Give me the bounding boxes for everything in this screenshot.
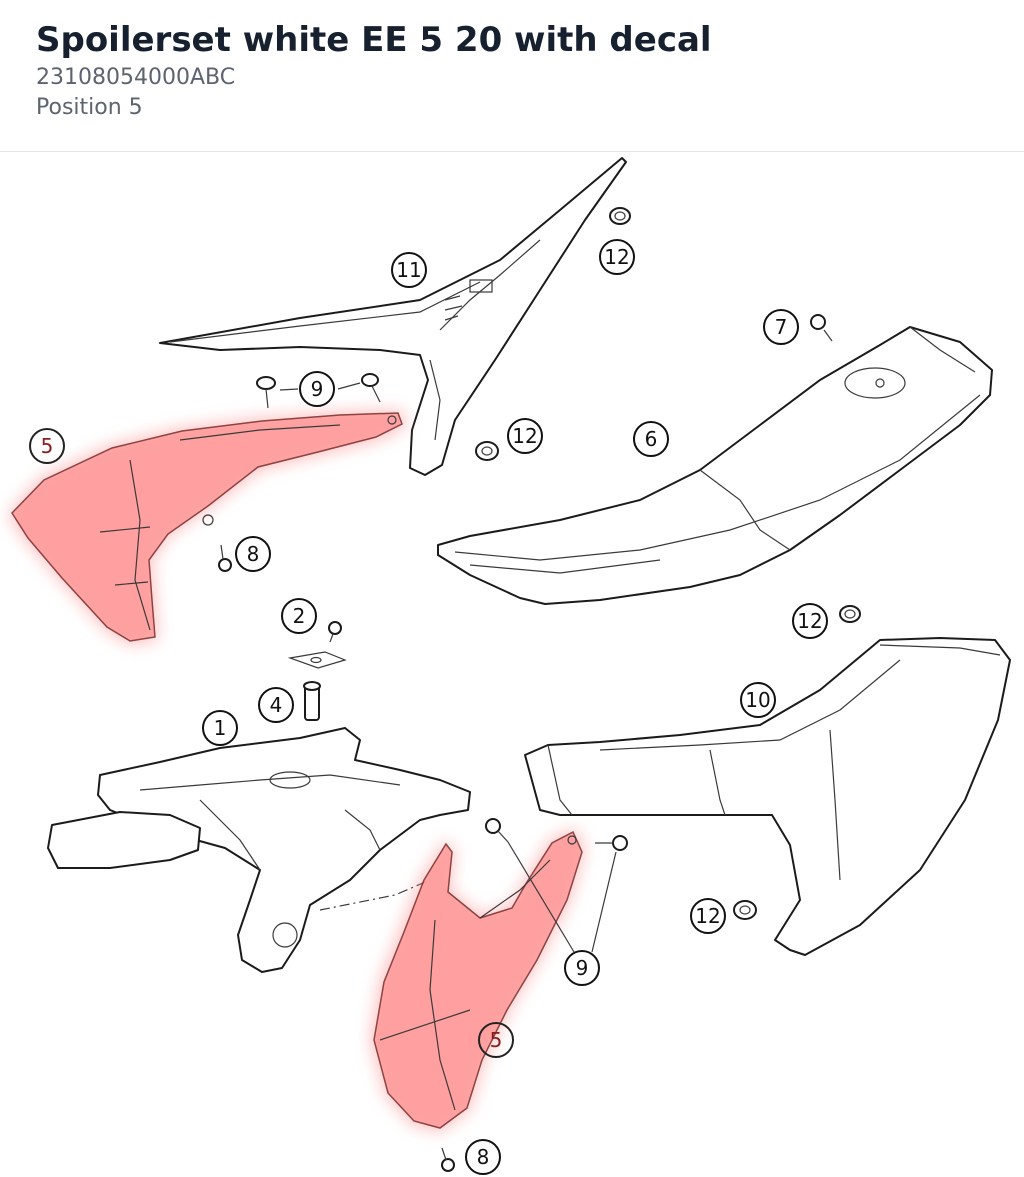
- part-12-grommet-low[interactable]: [733, 900, 757, 920]
- callout-12-right-label: 12: [797, 609, 822, 633]
- part-8-screw-upper[interactable]: [218, 544, 232, 572]
- callout-2[interactable]: 2: [281, 598, 317, 634]
- callout-4[interactable]: 4: [258, 687, 294, 723]
- callout-9-lower[interactable]: 9: [564, 950, 600, 986]
- part-2-screw-washer[interactable]: [287, 621, 347, 669]
- callout-12-top-label: 12: [604, 245, 629, 269]
- callout-5-lower-label: 5: [490, 1028, 503, 1052]
- part-9-screw-upper-right[interactable]: [361, 373, 381, 403]
- part-5-spoiler-left[interactable]: [8, 410, 408, 645]
- part-6-seat[interactable]: [437, 326, 993, 605]
- page-title: Spoilerset white EE 5 20 with decal: [36, 20, 712, 60]
- part-11-tank-cover[interactable]: [159, 157, 627, 476]
- callout-9-lower-label: 9: [576, 956, 589, 980]
- part-12-grommet-right[interactable]: [839, 605, 861, 623]
- part-8-screw-lower[interactable]: [441, 1147, 455, 1172]
- callout-12-low-label: 12: [695, 904, 720, 928]
- article-number: 23108054000ABC: [36, 65, 236, 90]
- callout-8-lower-label: 8: [477, 1145, 490, 1169]
- position-label: Position 5: [36, 95, 143, 120]
- part-12-grommet-top[interactable]: [609, 207, 631, 225]
- callout-11-label: 11: [396, 258, 421, 282]
- leader-lines: [279, 382, 617, 953]
- callout-5-upper[interactable]: 5: [29, 428, 65, 464]
- callout-5-upper-label: 5: [41, 434, 54, 458]
- callout-12-mid[interactable]: 12: [507, 418, 543, 454]
- part-12-grommet-mid[interactable]: [475, 441, 499, 461]
- part-5-spoiler-right[interactable]: [370, 828, 585, 1132]
- part-4-spacer[interactable]: [303, 681, 321, 721]
- callout-10[interactable]: 10: [740, 682, 776, 718]
- part-1-rear-frame[interactable]: [47, 727, 471, 973]
- callout-6-label: 6: [645, 427, 658, 451]
- callout-7[interactable]: 7: [763, 309, 799, 345]
- callout-9-upper[interactable]: 9: [299, 371, 335, 407]
- callout-9-upper-label: 9: [311, 377, 324, 401]
- part-9-screw-lower-right[interactable]: [595, 835, 628, 851]
- part-9-screw-lower-left[interactable]: [485, 818, 509, 843]
- callout-12-right[interactable]: 12: [792, 603, 828, 639]
- callout-7-label: 7: [775, 315, 788, 339]
- part-7-seat-fastener[interactable]: [810, 314, 833, 342]
- callout-12-low[interactable]: 12: [690, 898, 726, 934]
- callout-12-mid-label: 12: [512, 424, 537, 448]
- callout-4-label: 4: [270, 693, 283, 717]
- callout-1[interactable]: 1: [202, 710, 238, 746]
- callout-10-label: 10: [745, 688, 770, 712]
- part-10-side-cover[interactable]: [524, 637, 1011, 956]
- part-9-screw-upper-left[interactable]: [256, 376, 276, 409]
- callout-8-upper[interactable]: 8: [235, 536, 271, 572]
- callout-6[interactable]: 6: [633, 421, 669, 457]
- callout-2-label: 2: [293, 604, 306, 628]
- page-header: Spoilerset white EE 5 20 with decal 2310…: [0, 0, 1024, 152]
- callout-8-lower[interactable]: 8: [465, 1139, 501, 1175]
- callout-12-top[interactable]: 12: [599, 239, 635, 275]
- callout-8-upper-label: 8: [247, 542, 260, 566]
- callout-5-lower[interactable]: 5: [478, 1022, 514, 1058]
- exploded-parts-diagram: 1 2 4 5 5 6 7 8: [0, 153, 1024, 1177]
- callout-11[interactable]: 11: [391, 252, 427, 288]
- callout-1-label: 1: [214, 716, 227, 740]
